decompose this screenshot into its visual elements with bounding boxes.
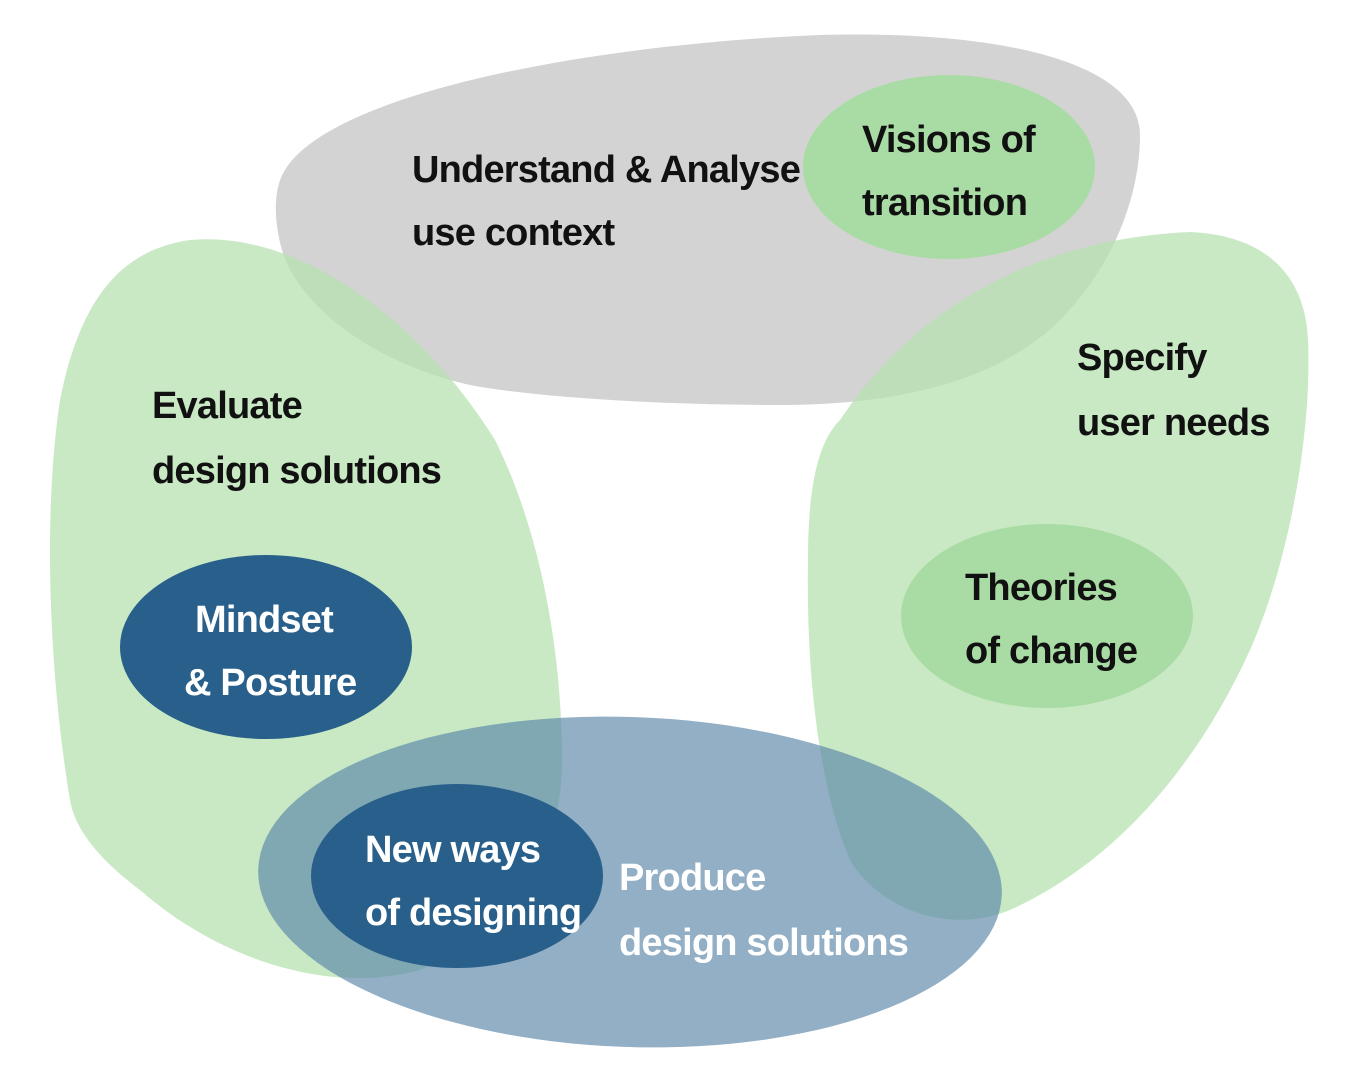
understand-label: Understand & Analyse use context bbox=[412, 149, 810, 254]
specify-label: Specify user needs bbox=[1077, 337, 1270, 444]
new-ways-ellipse bbox=[311, 784, 603, 968]
mindset-label: Mindset & Posture bbox=[184, 599, 356, 704]
theories-ellipse bbox=[901, 524, 1193, 708]
evaluate-label: Evaluate design solutions bbox=[152, 385, 441, 492]
visions-label: Visions of transition bbox=[862, 119, 1045, 224]
visions-ellipse bbox=[803, 75, 1095, 259]
mindset-ellipse bbox=[120, 555, 412, 739]
theories-label: Theories of change bbox=[965, 567, 1137, 672]
produce-label: Produce design solutions bbox=[619, 857, 908, 964]
new-ways-label: New ways of designing bbox=[365, 829, 581, 934]
